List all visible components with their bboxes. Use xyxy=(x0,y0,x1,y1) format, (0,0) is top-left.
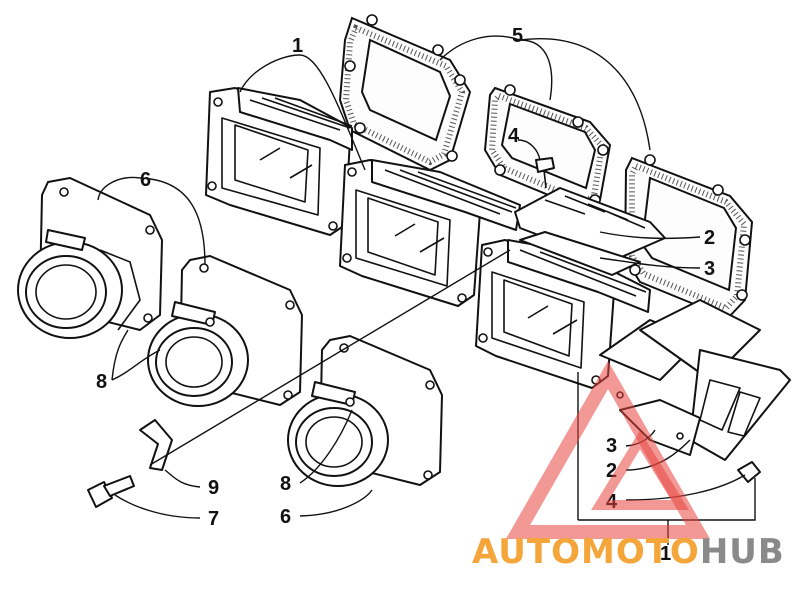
reed-block-3 xyxy=(475,239,651,389)
callout-2-mid: 2 xyxy=(704,227,715,249)
callout-9: 9 xyxy=(208,477,219,499)
leader-lines xyxy=(97,35,756,545)
callouts: 1 5 6 4 2 3 8 9 7 8 6 3 2 4 1 xyxy=(96,25,715,565)
gasket-top xyxy=(338,14,472,172)
callout-5-top: 5 xyxy=(512,25,523,47)
callout-2-detail: 2 xyxy=(606,460,617,482)
reed-block-2 xyxy=(339,159,521,307)
clamp-clip xyxy=(139,419,173,471)
screw-icon xyxy=(535,157,555,189)
callout-3-mid: 3 xyxy=(704,258,715,280)
callout-7: 7 xyxy=(208,508,219,530)
reed-block-1 xyxy=(205,87,353,236)
callout-1-bottom: 1 xyxy=(660,543,671,565)
callout-8-left: 8 xyxy=(96,371,107,393)
callout-6-top: 6 xyxy=(140,169,151,191)
callout-1-top: 1 xyxy=(292,35,303,57)
callout-6-bottom: 6 xyxy=(280,506,291,528)
watermark-text-hub: HUB xyxy=(700,532,785,572)
assembly-centerline xyxy=(149,249,511,466)
reed-detail-exploded xyxy=(599,299,791,483)
watermark-text-auto: AUTO xyxy=(472,532,581,572)
svg-text:AUTOMOTOHUB: AUTOMOTOHUB xyxy=(472,532,785,572)
flange-left xyxy=(17,177,163,339)
watermark-triangle-inner xyxy=(591,430,689,510)
bolt-icon xyxy=(87,475,135,508)
callout-8-bottom: 8 xyxy=(280,473,291,495)
watermark-logo: AUTOMOTOHUB xyxy=(472,360,785,572)
flange-right xyxy=(287,335,443,487)
callout-3-detail: 3 xyxy=(606,435,617,457)
watermark-text-moto: MOTO xyxy=(581,532,700,572)
callout-4-mid: 4 xyxy=(508,125,520,147)
flange-middle xyxy=(147,255,303,407)
gasket-middle xyxy=(483,84,612,212)
